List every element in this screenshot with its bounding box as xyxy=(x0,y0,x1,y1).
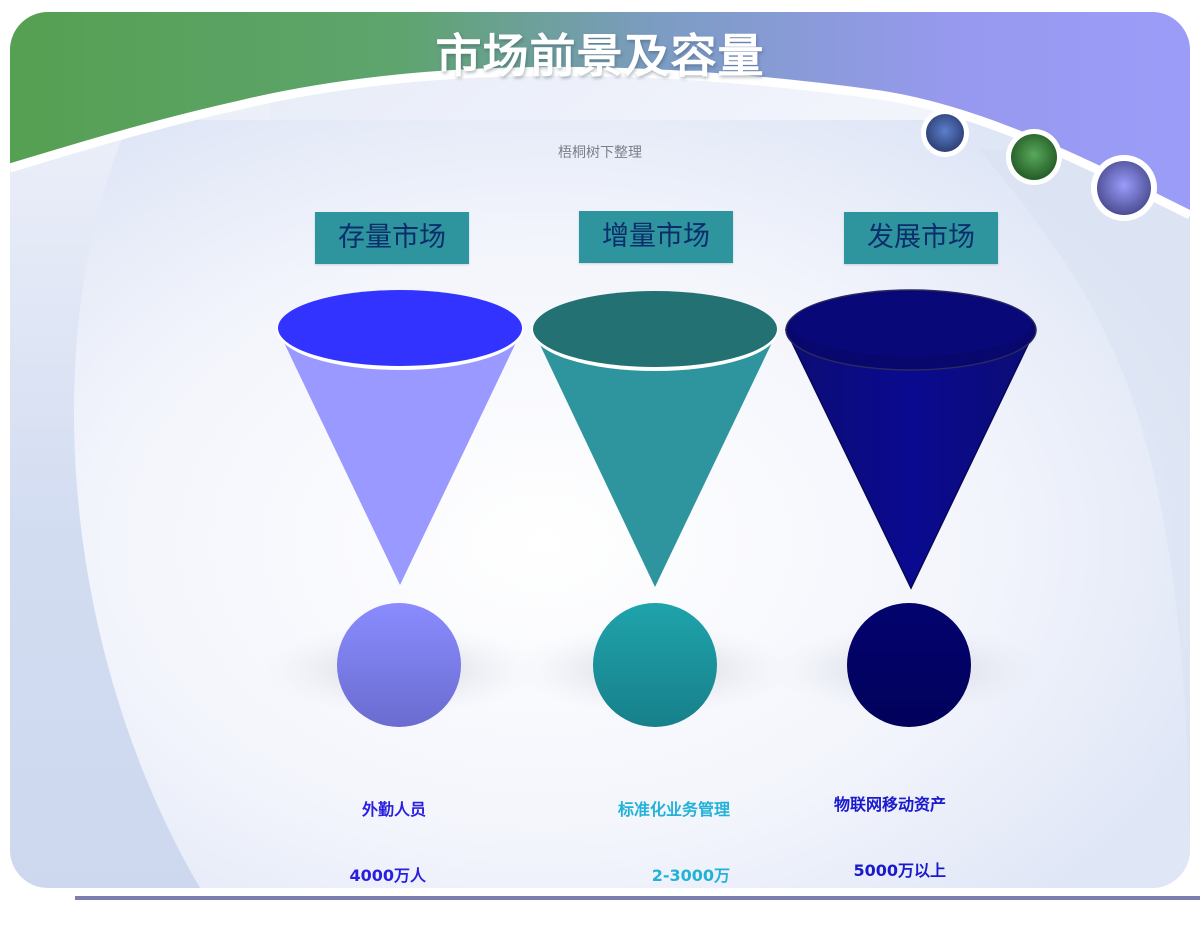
page-title: 市场前景及容量 xyxy=(435,29,765,83)
blue-dot-icon xyxy=(921,109,969,157)
caption-existing-market: 外勤人员 4000万人 xyxy=(320,755,426,931)
slide: 市场前景及容量 梧桐树下整理 存量市场 增量市场 发展市场 外勤人员 4000万… xyxy=(10,12,1200,900)
sphere-development-market xyxy=(847,603,971,727)
label-existing-market: 存量市场 xyxy=(315,212,469,264)
cone-incremental-market xyxy=(532,291,778,587)
caption-value: 4000万人 xyxy=(349,866,426,885)
caption-incremental-market: 标准化业务管理 2-3000万 xyxy=(570,755,730,931)
cone-development-market xyxy=(784,289,1037,590)
label-incremental-market: 增量市场 xyxy=(579,211,733,263)
subtitle: 梧桐树下整理 xyxy=(558,145,642,161)
lavender-dot-icon xyxy=(1091,155,1157,221)
caption-title: 外勤人员 xyxy=(361,800,426,819)
label-development-market: 发展市场 xyxy=(844,212,998,264)
sphere-incremental-market xyxy=(593,603,717,727)
green-dot-icon xyxy=(1006,129,1062,185)
caption-title: 标准化业务管理 xyxy=(617,800,730,819)
sphere-existing-market xyxy=(337,603,461,727)
bottom-edge-strip xyxy=(75,896,1200,900)
cone-existing-market xyxy=(277,290,523,585)
decor-dots xyxy=(921,109,1157,221)
caption-value: 5000万以上 xyxy=(853,861,946,880)
caption-title: 物联网移动资产 xyxy=(833,795,946,814)
funnel-diagram xyxy=(260,289,1050,727)
caption-development-market: 物联网移动资产 5000万以上 xyxy=(800,750,946,926)
caption-value: 2-3000万 xyxy=(651,866,730,885)
